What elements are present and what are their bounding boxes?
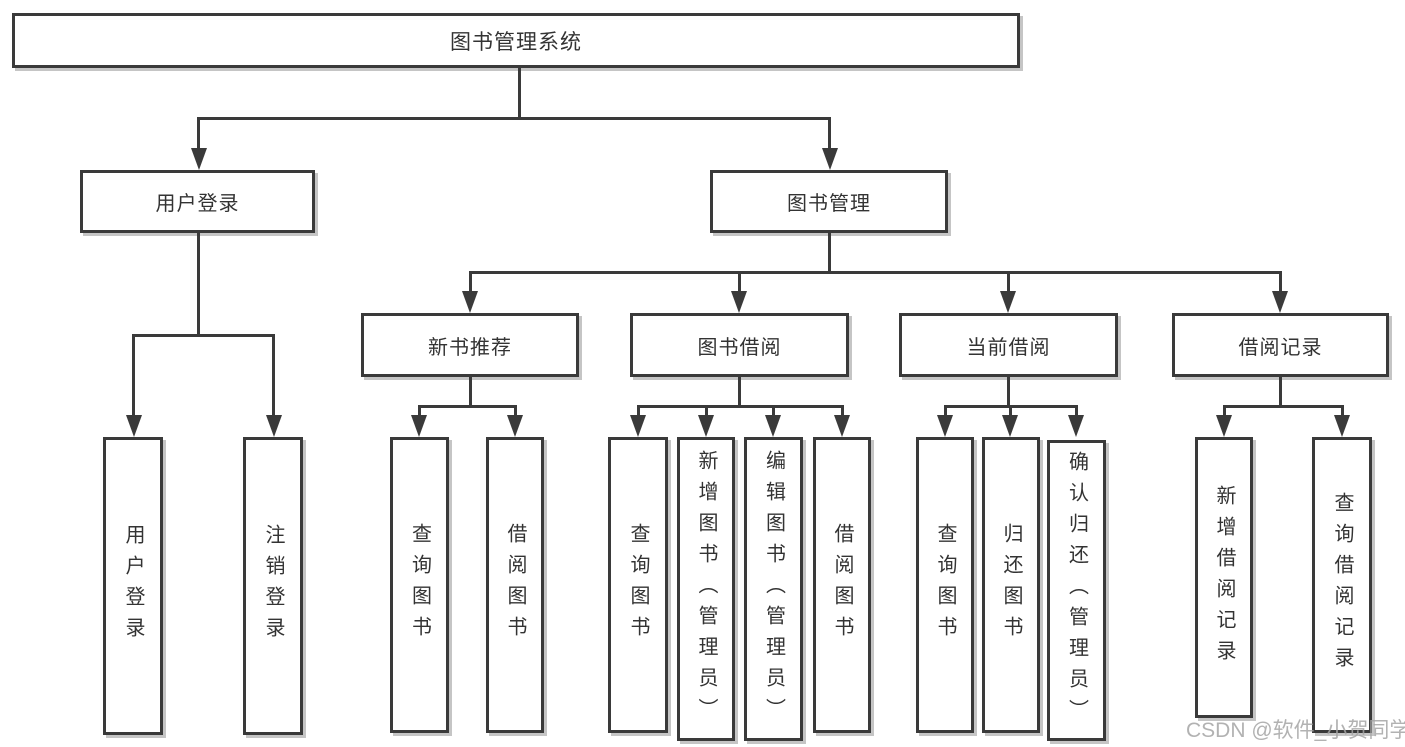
- connector-line: [1009, 405, 1012, 418]
- connector-arrow: [1000, 291, 1016, 313]
- node-query-books-current: 查询图书: [916, 437, 974, 733]
- node-book-management: 图书管理: [710, 170, 948, 233]
- node-return-book: 归还图书: [982, 437, 1040, 733]
- node-label: 查询图书: [627, 523, 649, 647]
- connector-line: [1279, 271, 1282, 293]
- connector-arrow: [191, 148, 207, 170]
- node-label: 新增图书（管理员）: [695, 449, 717, 729]
- connector-line: [469, 271, 1282, 274]
- connector-line: [828, 117, 831, 151]
- node-query-books-borrowing: 查询图书: [608, 437, 668, 733]
- connector-arrow: [1216, 415, 1232, 437]
- node-new-book-recommend: 新书推荐: [361, 313, 579, 377]
- node-library-management-system: 图书管理系统: [12, 13, 1020, 68]
- node-label: 新书推荐: [428, 336, 512, 359]
- connector-arrow: [1334, 415, 1350, 437]
- connector-arrow: [822, 148, 838, 170]
- connector-line: [197, 117, 200, 151]
- connector-line: [738, 271, 741, 293]
- connector-line: [418, 405, 421, 418]
- connector-line: [1223, 405, 1226, 418]
- connector-line: [637, 405, 640, 418]
- connector-line: [944, 405, 947, 418]
- connector-line: [841, 405, 844, 418]
- connector-arrow: [698, 415, 714, 437]
- node-user-login: 用户登录: [80, 170, 315, 233]
- node-user-login-leaf: 用户登录: [103, 437, 163, 735]
- connector-arrow: [834, 415, 850, 437]
- node-label: 查询图书: [408, 523, 431, 647]
- connector-arrow: [411, 415, 427, 437]
- connector-line: [469, 377, 472, 408]
- connector-arrow: [1068, 415, 1084, 437]
- connector-line: [1223, 405, 1344, 408]
- node-label: 注销登录: [262, 524, 284, 648]
- node-query-borrow-record: 查询借阅记录: [1312, 437, 1372, 733]
- node-label: 图书管理: [787, 193, 871, 215]
- node-edit-book-admin: 编辑图书（管理员）: [744, 437, 803, 741]
- connector-line: [272, 334, 275, 417]
- node-borrow-book-recommend: 借阅图书: [486, 437, 544, 733]
- node-borrow-book: 借阅图书: [813, 437, 871, 733]
- connector-arrow: [1272, 291, 1288, 313]
- connector-line: [1341, 405, 1344, 418]
- node-label: 新增借阅记录: [1213, 484, 1235, 671]
- connector-line: [1007, 271, 1010, 293]
- connector-arrow: [507, 415, 523, 437]
- connector-line: [518, 68, 521, 119]
- node-borrowing-records: 借阅记录: [1172, 313, 1389, 377]
- node-label: 借阅图书: [504, 523, 526, 647]
- node-label: 借阅记录: [1238, 336, 1323, 359]
- connector-line: [132, 334, 135, 417]
- node-label: 用户登录: [155, 193, 240, 215]
- connector-line: [828, 233, 831, 274]
- connector-line: [1075, 405, 1078, 418]
- connector-arrow: [1002, 415, 1018, 437]
- node-label: 编辑图书（管理员）: [762, 449, 785, 729]
- node-label: 查询借阅记录: [1331, 492, 1353, 678]
- node-current-borrowing: 当前借阅: [899, 313, 1118, 377]
- node-label: 图书借阅: [697, 336, 782, 359]
- node-logout: 注销登录: [243, 437, 303, 735]
- connector-arrow: [266, 415, 282, 437]
- connector-line: [197, 233, 200, 337]
- connector-line: [637, 405, 844, 408]
- node-query-books-recommend: 查询图书: [390, 437, 449, 733]
- node-add-book-admin: 新增图书（管理员）: [677, 437, 735, 741]
- node-confirm-return-admin: 确认归还（管理员）: [1047, 440, 1106, 741]
- node-label: 当前借阅: [966, 336, 1051, 359]
- node-label: 用户登录: [122, 524, 144, 648]
- connector-arrow: [731, 291, 747, 313]
- connector-line: [514, 405, 517, 418]
- node-book-borrowing: 图书借阅: [630, 313, 849, 377]
- connector-line: [738, 377, 741, 408]
- node-add-borrow-record: 新增借阅记录: [1195, 437, 1253, 718]
- node-label: 归还图书: [1000, 523, 1022, 647]
- watermark: CSDN @软件_小贺同学: [1186, 719, 1405, 742]
- connector-line: [1279, 377, 1282, 408]
- connector-line: [705, 405, 708, 418]
- connector-line: [418, 405, 517, 408]
- connector-line: [469, 271, 472, 293]
- connector-line: [132, 334, 275, 337]
- connector-line: [197, 117, 831, 120]
- node-label: 图书管理系统: [450, 30, 582, 54]
- connector-line: [772, 405, 775, 418]
- connector-line: [1007, 377, 1010, 408]
- connector-arrow: [937, 415, 953, 437]
- connector-arrow: [126, 415, 142, 437]
- connector-arrow: [462, 291, 478, 313]
- node-label: 确认归还（管理员）: [1065, 451, 1088, 730]
- node-label: 借阅图书: [831, 523, 853, 647]
- node-label: 查询图书: [934, 523, 956, 647]
- connector-arrow: [765, 415, 781, 437]
- connector-arrow: [630, 415, 646, 437]
